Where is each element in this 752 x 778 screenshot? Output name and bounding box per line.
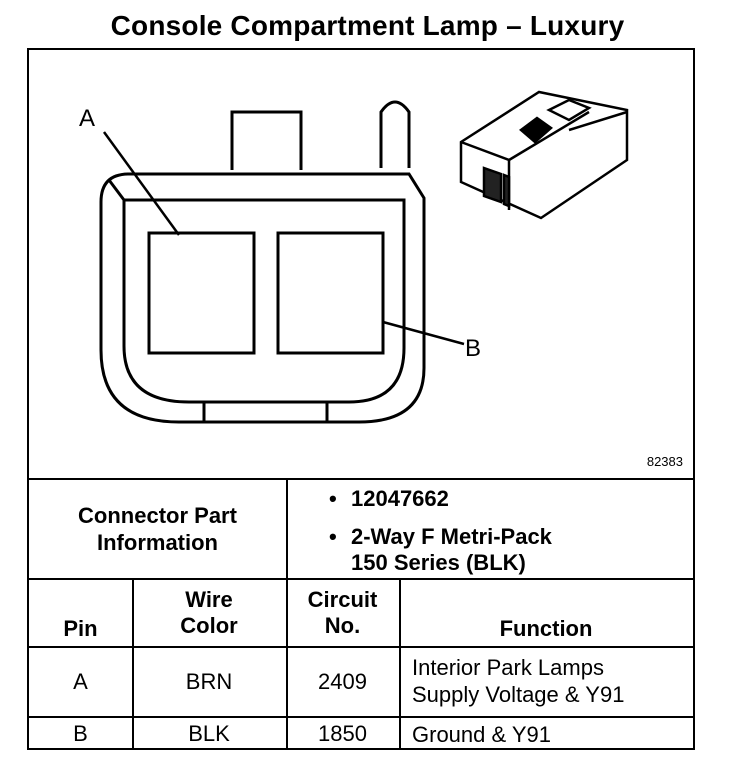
callout-a: A <box>79 105 95 132</box>
leader-line-a <box>102 131 181 236</box>
divider <box>399 578 401 750</box>
row-b-pin: B <box>73 721 88 746</box>
row-a-function-line1: Interior Park Lamps <box>412 655 604 680</box>
divider <box>286 478 288 578</box>
header-pin: Pin <box>63 616 98 641</box>
header-wire-color-line2: Color <box>180 613 238 638</box>
connector-info-item: 150 Series (BLK) <box>329 550 552 576</box>
row-a-wire-color: BRN <box>185 669 233 694</box>
connector-series: 150 Series (BLK) <box>351 550 526 575</box>
header-circuit-line2: No. <box>324 613 361 638</box>
row-a-pin: A <box>73 669 88 694</box>
connector-info-label-line1: Connector Part <box>78 503 237 528</box>
callout-b: B <box>465 335 481 362</box>
row-a-function-line2: Supply Voltage & Y91 <box>412 682 625 707</box>
connector-3d-view <box>459 90 629 220</box>
connector-info-label-line2: Information <box>97 530 218 555</box>
divider <box>286 578 288 750</box>
connector-info-list: •12047662 •2-Way F Metri-Pack 150 Series… <box>329 486 552 576</box>
connector-info-item: •2-Way F Metri-Pack <box>329 524 552 549</box>
row-b-function: Ground & Y91 <box>412 722 552 747</box>
connector-type: 2-Way F Metri-Pack <box>351 524 552 549</box>
row-b-circuit: 1850 <box>318 721 367 746</box>
cavity-a <box>147 231 256 355</box>
header-function: Function <box>499 616 593 641</box>
connector-table-frame: A B 82383 Connector Part Information •12… <box>27 48 695 750</box>
divider <box>29 646 693 648</box>
figure-number: 82383 <box>646 454 683 469</box>
divider <box>29 478 693 480</box>
connector-part-number: 12047662 <box>351 486 449 511</box>
connector-face-drawing: A B <box>79 90 629 424</box>
leader-line-b <box>382 320 465 346</box>
connector-bottom-key <box>202 402 329 422</box>
header-circuit: Circuit No. <box>286 580 399 646</box>
connector-body-outline <box>99 172 426 424</box>
row-b-wire-color: BLK <box>188 721 230 746</box>
page-title: Console Compartment Lamp – Luxury <box>110 10 625 41</box>
connector-latch <box>230 110 303 170</box>
connector-info-item: •12047662 <box>329 486 449 511</box>
connector-diagram: A B 82383 <box>29 50 693 478</box>
connector-lock-arm <box>379 100 411 168</box>
connector-info-label: Connector Part Information <box>29 480 286 578</box>
row-a-function: Interior Park Lamps Supply Voltage & Y91 <box>412 654 624 708</box>
connector-body-inner <box>122 198 406 404</box>
header-circuit-line1: Circuit <box>307 587 378 612</box>
header-wire-color: Wire Color <box>132 580 286 646</box>
cavity-b <box>276 231 385 355</box>
divider <box>132 578 134 750</box>
divider <box>29 716 693 718</box>
header-wire-color-line1: Wire <box>185 587 233 612</box>
row-a-circuit: 2409 <box>318 669 367 694</box>
divider <box>29 578 693 580</box>
